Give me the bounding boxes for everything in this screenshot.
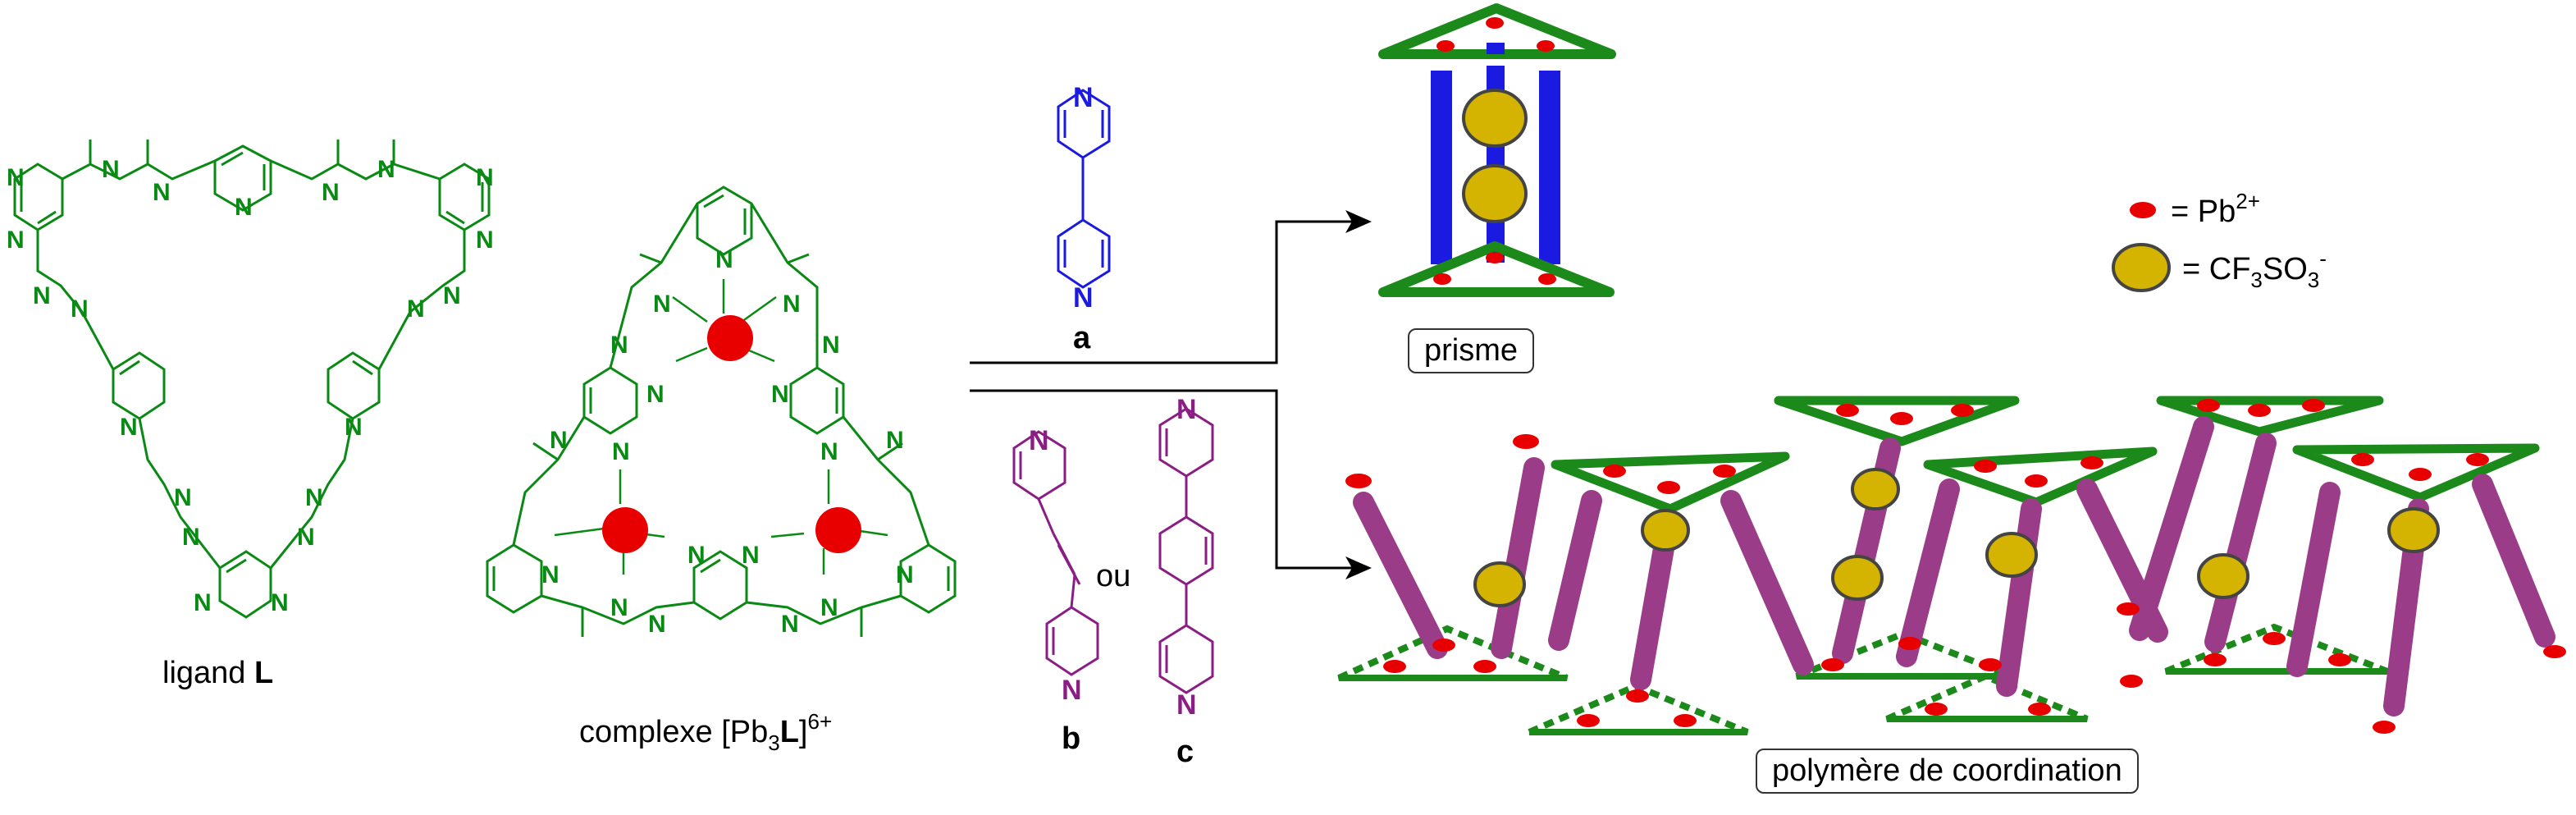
pb-ion-left [602, 507, 648, 553]
ou-label: ou [1096, 559, 1130, 593]
atom-label: N [174, 484, 192, 511]
atom-label: N [653, 291, 671, 318]
polymer-diagram [1337, 396, 2566, 735]
atom-label: N [71, 295, 89, 323]
prisme-label-box: prisme [1408, 328, 1535, 373]
reaction-arrows [970, 220, 1354, 570]
atom-label: N [648, 611, 666, 638]
atom-label: N [1073, 82, 1094, 113]
atom-label: N [182, 524, 200, 551]
pb-ion-right [815, 507, 861, 553]
atom-label: N [153, 179, 171, 206]
linker-c-label: c [1176, 735, 1194, 769]
legend-triflate-text: = CF3SO3- [2182, 246, 2327, 292]
atom-label: N [7, 227, 25, 254]
atom-label: N [612, 438, 630, 465]
atom-label: N [120, 414, 138, 441]
atom-label: N [541, 561, 560, 588]
atom-label: N [783, 291, 801, 318]
legend-triflate-symbol [2112, 243, 2171, 292]
atom-label: N [407, 295, 425, 323]
atom-label: N [687, 542, 706, 569]
atom-label: N [345, 414, 363, 441]
ligand-caption: ligand L [162, 656, 273, 690]
arrowhead-polymer [1345, 556, 1372, 579]
polymer-label-box: polymère de coordination [1756, 749, 2139, 794]
atom-label: N [742, 542, 760, 569]
prism-diagram [1378, 3, 1616, 297]
atom-label: N [377, 156, 395, 183]
atom-label: N [1029, 425, 1049, 456]
atom-label: N [1073, 282, 1094, 314]
atom-label: N [715, 246, 733, 273]
atom-label: N [610, 594, 628, 621]
atom-label: N [886, 427, 904, 454]
linker-a-label: a [1073, 321, 1091, 355]
linker-a [1057, 89, 1111, 289]
atom-label: N [476, 227, 494, 254]
atom-label: N [7, 164, 25, 191]
atom-label: N [1062, 675, 1082, 706]
legend: = Pb2+ = CF3SO3- [2112, 189, 2327, 292]
legend-pb-text: = Pb2+ [2171, 189, 2260, 229]
atom-label: N [822, 332, 840, 359]
complex-structure [486, 185, 957, 637]
atom-label: N [781, 611, 799, 638]
arrow-to-prism [970, 220, 1354, 364]
linker-c [1158, 407, 1214, 694]
atom-label: N [476, 164, 494, 191]
complex-atoms: N N N N N N N N N N N N N N N N N N N [541, 246, 914, 638]
legend-pb-symbol [2130, 202, 2156, 218]
atom-label: N [305, 484, 323, 511]
atom-label: N [443, 282, 461, 309]
atom-label: N [820, 594, 838, 621]
linker-b [1012, 430, 1099, 676]
linker-b-label: b [1062, 721, 1080, 756]
atom-label: N [896, 561, 914, 588]
atom-label: N [194, 589, 212, 616]
atom-label: N [771, 381, 789, 408]
atom-label: N [297, 524, 315, 551]
atom-label: N [235, 194, 253, 221]
ligand-L-atoms: N N N N N N N N N N N N N N N N N N N N … [7, 156, 494, 616]
atom-label: N [322, 179, 340, 206]
pb-ion-top [707, 315, 753, 361]
arrowhead-prism [1345, 210, 1372, 233]
atom-label: N [102, 156, 120, 183]
atom-label: N [646, 381, 665, 408]
atom-label: N [820, 438, 838, 465]
atom-label: N [1176, 394, 1197, 425]
atom-label: N [550, 427, 568, 454]
atom-label: N [33, 282, 51, 309]
atom-label: N [610, 332, 628, 359]
complex-caption: complexe [Pb3L]6+ [579, 709, 832, 755]
ligand-L-structure [13, 140, 491, 619]
arrow-to-polymer [970, 389, 1354, 570]
atom-label: N [1176, 689, 1197, 721]
atom-label: N [271, 589, 289, 616]
